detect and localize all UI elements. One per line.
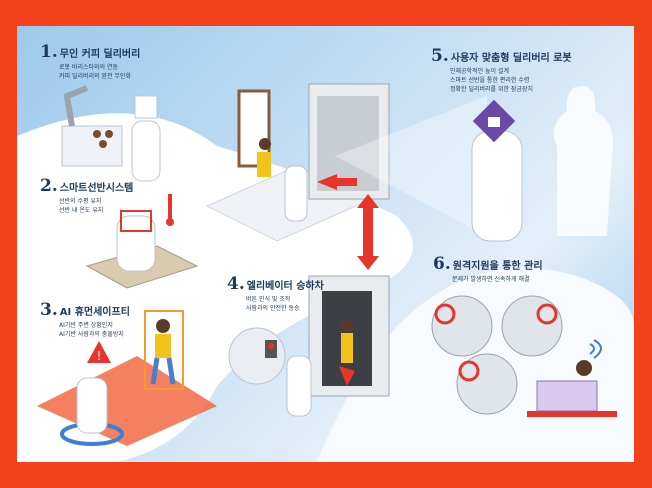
up-down-arrow-icon: [357, 194, 379, 270]
wifi-icon: [589, 339, 602, 359]
user-silhouette: [553, 86, 613, 236]
section-line: AI기반 사람과의 충돌방지: [59, 331, 124, 338]
section-line: 선반 내 온도 유지: [59, 207, 104, 214]
section-line: 사람과의 안전한 동승: [246, 305, 300, 312]
section-number: 2.: [40, 176, 58, 196]
robot-barista-icon: [61, 85, 161, 182]
section-line: 스마트 선반을 통한 편리한 수령: [450, 77, 530, 84]
section-line: 로봇 바리스타와의 연동: [59, 64, 119, 71]
section-line: 문제가 발생하면 신속하게 해결: [452, 276, 530, 283]
section-title: 원격지원을 통한 관리: [452, 261, 543, 272]
illustration: !: [17, 83, 634, 462]
section-number: 5.: [431, 46, 449, 66]
smart-shelf-robot-icon: [85, 194, 199, 289]
section-number: 1.: [40, 42, 58, 62]
infographic-canvas: !: [17, 26, 634, 462]
section-title: 사용자 맞춤형 딜리버리 로봇: [450, 53, 572, 64]
section-title: AI 휴먼세이프티: [59, 307, 130, 318]
section-line: 커피 딜리버리의 완전 무인화: [59, 73, 131, 80]
section-line: 선반의 수평 유지: [59, 198, 102, 205]
svg-text:!: !: [97, 349, 102, 363]
section-title: 엘리베이터 승하차: [246, 281, 324, 292]
section-line: 정확한 딜리버리를 위한 잠금장치: [450, 86, 534, 93]
section-3: 3.AI 휴먼세이프티 AI기반 주변 상황인지 AI기반 사람과의 충돌방지: [40, 300, 130, 339]
ai-safety-icon: !: [37, 310, 217, 446]
section-line: 인체공학적인 높이 설계: [450, 68, 510, 75]
elevator-lower-icon: [228, 275, 390, 417]
section-number: 3.: [40, 300, 58, 320]
section-line: AI기반 주변 상황인지: [59, 322, 113, 329]
section-6: 6.원격지원을 통한 관리 문제가 발생하면 신속하게 해결: [433, 254, 543, 284]
light-beam: [335, 96, 487, 236]
remote-management-icon: [431, 295, 617, 417]
section-title: 무인 커피 딜리버리: [59, 49, 141, 60]
section-number: 6.: [433, 254, 451, 274]
section-number: 4.: [227, 274, 245, 294]
elevator-upper-icon: [205, 83, 390, 242]
section-title: 스마트선반시스템: [59, 183, 134, 194]
delivery-robot-large-icon: [471, 86, 613, 242]
section-line: 버튼 인식 및 조작: [246, 296, 291, 303]
